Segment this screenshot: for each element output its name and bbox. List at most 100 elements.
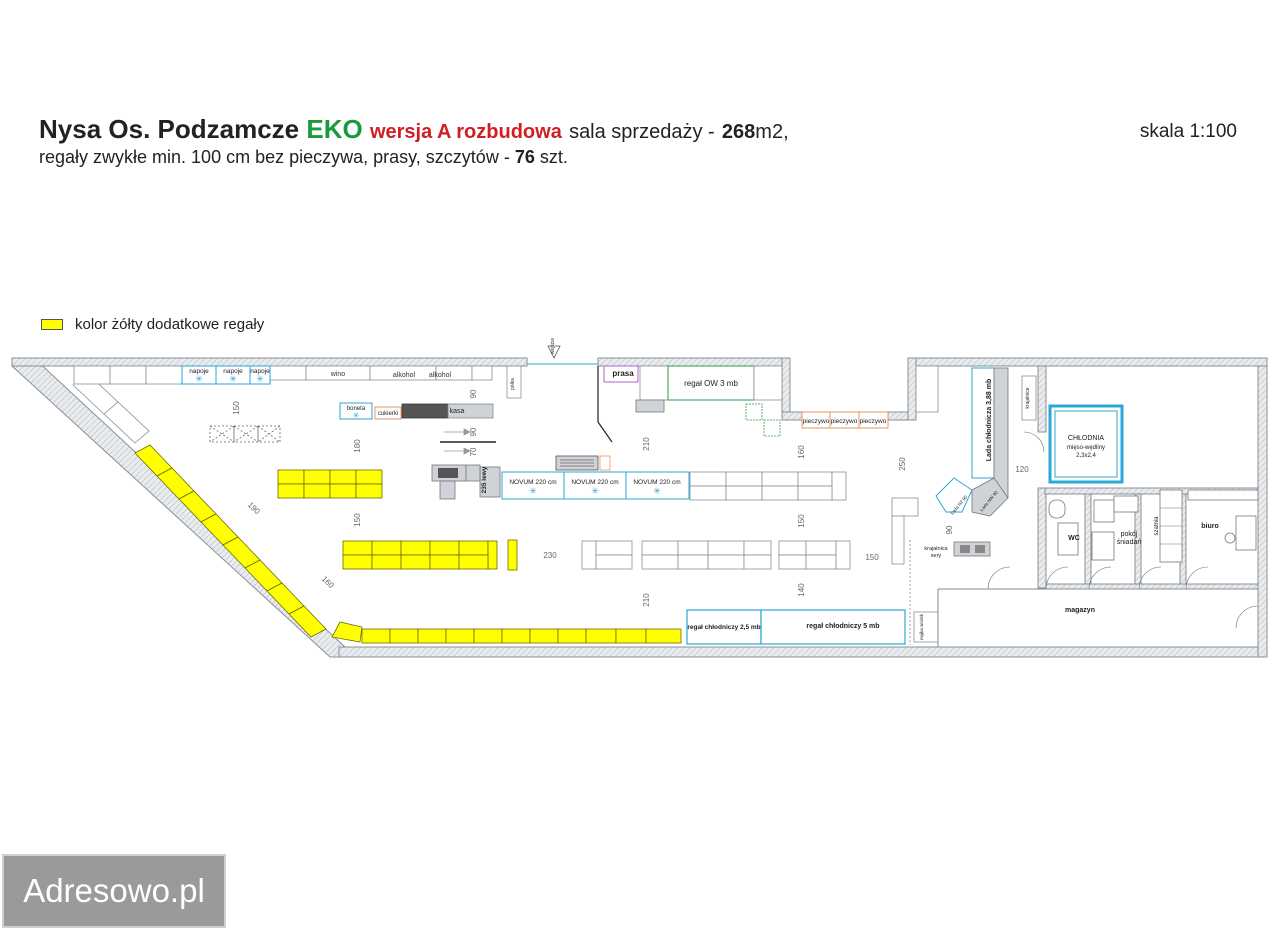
label-napoje-3: napoje bbox=[250, 368, 270, 375]
back-rooms: WC pokój śniadań szatnia biuro magazyn bbox=[937, 431, 1259, 647]
napoje-fridges bbox=[181, 365, 271, 385]
dim-label: 120 bbox=[1015, 465, 1029, 474]
dim-label: 210 bbox=[642, 593, 651, 607]
bottom-fridges: regał chłodniczy 2,5 mb regał chłodniczy… bbox=[686, 540, 939, 645]
title-version: wersja A rozbudowa bbox=[369, 121, 562, 143]
press-and-ow-shelf: prasa regał OW 3 mb bbox=[597, 365, 783, 443]
toilet-icon bbox=[1048, 499, 1066, 519]
bread-shelves: pieczywo pieczywo pieczywo bbox=[801, 365, 939, 429]
cold-room-sub: mięso-wędliny bbox=[1067, 445, 1105, 451]
plan-header: Nysa Os. Podzamcze EKO wersja A rozbudow… bbox=[39, 114, 1249, 168]
label-pieczywo-3: pieczywo bbox=[860, 418, 887, 425]
cold-room-dim: 2,3x2,4 bbox=[1076, 453, 1096, 459]
label-napoje-1: napoje bbox=[189, 368, 209, 375]
label-biuro: biuro bbox=[1201, 523, 1219, 530]
label-wino: wino bbox=[330, 371, 346, 378]
dim-label: 230 bbox=[543, 551, 557, 560]
label-napoje-2: napoje bbox=[223, 368, 243, 375]
watermark-text: Adresowo.pl bbox=[23, 872, 205, 909]
legend-swatch-yellow bbox=[41, 319, 63, 330]
chair-icon bbox=[1224, 532, 1236, 544]
label-regal-chl-25: regał chłodniczy 2,5 mb bbox=[687, 624, 760, 631]
cheese-slicer: krajalnica sery bbox=[891, 497, 991, 565]
novum-fridges: NOVUM 220 cm NOVUM 220 cm NOVUM 220 cm ✳… bbox=[431, 455, 690, 500]
shelves-diagonal-yellow bbox=[134, 444, 363, 643]
dim-label: 150 bbox=[865, 553, 879, 562]
snowflake-icon: ✳ bbox=[653, 486, 661, 496]
dim-label: 90 bbox=[469, 389, 478, 398]
plan-title: Nysa Os. Podzamcze EKO wersja A rozbudow… bbox=[39, 114, 1249, 145]
label-pokoj-1: pokój bbox=[1121, 531, 1138, 538]
dim-label: 190 bbox=[246, 500, 262, 516]
label-pieczywo-1: pieczywo bbox=[803, 418, 830, 425]
title-city: Nysa Os. Podzamcze bbox=[39, 114, 300, 144]
plan-subtitle: regały zwykłe min. 100 cm bez pieczywa, … bbox=[39, 147, 1249, 168]
checkout-area: boneta ✳ cukierki kasa bbox=[339, 402, 494, 420]
arrow-right-icon bbox=[463, 428, 471, 436]
dim-label: 70 bbox=[469, 447, 478, 456]
dim-label: 250 bbox=[898, 457, 907, 471]
plan-scale: skala 1:100 bbox=[1139, 121, 1237, 142]
title-area-value: 268 bbox=[721, 121, 756, 143]
snowflake-icon: ✳ bbox=[195, 374, 203, 384]
label-pokoj-2: śniadań bbox=[1117, 539, 1142, 546]
label-myjka: myjka wózek bbox=[919, 613, 924, 640]
legend-label: kolor żółty dodatkowe regały bbox=[75, 316, 265, 333]
flow-arrows bbox=[440, 428, 496, 455]
label-novum-2: NOVUM 220 cm bbox=[571, 479, 618, 486]
dim-label: 210 bbox=[642, 437, 651, 451]
snowflake-icon: ✳ bbox=[256, 374, 264, 384]
label-alkohol-1: alkohol bbox=[393, 372, 416, 379]
label-wc: WC bbox=[1068, 535, 1080, 542]
dim-label: 140 bbox=[797, 583, 806, 597]
cold-room-title: CHŁODNIA bbox=[1068, 435, 1105, 442]
dim-label: 150 bbox=[797, 514, 806, 528]
title-brand: EKO bbox=[306, 114, 363, 144]
pallet-spots bbox=[209, 425, 281, 443]
label-wejscie: wejście bbox=[550, 338, 556, 355]
dim-label: 150 bbox=[232, 401, 241, 415]
dim-label: 160 bbox=[797, 445, 806, 459]
arrow-right-icon bbox=[463, 447, 471, 455]
label-szatnia: szatnia bbox=[1154, 516, 1160, 536]
entrance-arrow-icon bbox=[547, 345, 561, 359]
label-magazyn: magazyn bbox=[1065, 607, 1095, 614]
subtitle-unit: szt. bbox=[539, 147, 568, 167]
snowflake-icon: ✳ bbox=[229, 374, 237, 384]
label-alkohol-2: alkohol bbox=[429, 372, 452, 379]
snowflake-icon: ✳ bbox=[529, 486, 537, 496]
label-polka: półka bbox=[510, 378, 516, 390]
dim-label: 160 bbox=[320, 574, 336, 590]
label-prasa: prasa bbox=[612, 369, 634, 378]
label-regal-ow: regał OW 3 mb bbox=[684, 379, 738, 388]
entrance: wejście bbox=[527, 338, 598, 365]
title-area-unit: m2, bbox=[755, 121, 789, 143]
dim-label: 90 bbox=[469, 427, 478, 436]
dim-label: 90 bbox=[945, 525, 954, 534]
label-kasa: kasa bbox=[450, 408, 465, 415]
legend: kolor żółty dodatkowe regały bbox=[41, 316, 264, 333]
snowflake-icons-top: ✳ ✳ ✳ bbox=[195, 374, 264, 384]
label-krajalnice: krajalnice bbox=[1025, 387, 1031, 408]
dim-label: 150 bbox=[353, 513, 362, 527]
top-row-shelves bbox=[73, 365, 522, 399]
label-sery: sery bbox=[931, 553, 942, 559]
title-area-label: sala sprzedaży - bbox=[569, 121, 715, 143]
deli-counter: Lada chłodnicza 3,88 mb Lada N2 90 Lada … bbox=[935, 367, 1037, 517]
subtitle-count: 76 bbox=[514, 147, 535, 167]
yellow-bottom-row bbox=[361, 628, 682, 644]
snowflake-icon: ✳ bbox=[353, 411, 360, 420]
label-lada-chlodnicza: Lada chłodnicza 3,88 mb bbox=[986, 379, 993, 461]
label-regal-chl-5: regał chłodniczy 5 mb bbox=[806, 623, 879, 630]
label-pieczywo-2: pieczywo bbox=[831, 418, 858, 425]
yellow-island-shelves bbox=[277, 469, 518, 571]
subtitle-prefix: regały zwykłe min. 100 cm bez pieczywa, … bbox=[39, 147, 510, 167]
label-235-lewy: 235 lewy bbox=[481, 466, 488, 493]
white-island-shelves bbox=[581, 471, 851, 570]
cold-room: CHŁODNIA mięso-wędliny 2,3x2,4 bbox=[1048, 404, 1124, 484]
label-krajalnica: krajalnica bbox=[924, 546, 948, 552]
dim-label: 180 bbox=[353, 439, 362, 453]
label-cukierki: cukierki bbox=[378, 411, 398, 417]
label-novum-3: NOVUM 220 cm bbox=[633, 479, 680, 486]
